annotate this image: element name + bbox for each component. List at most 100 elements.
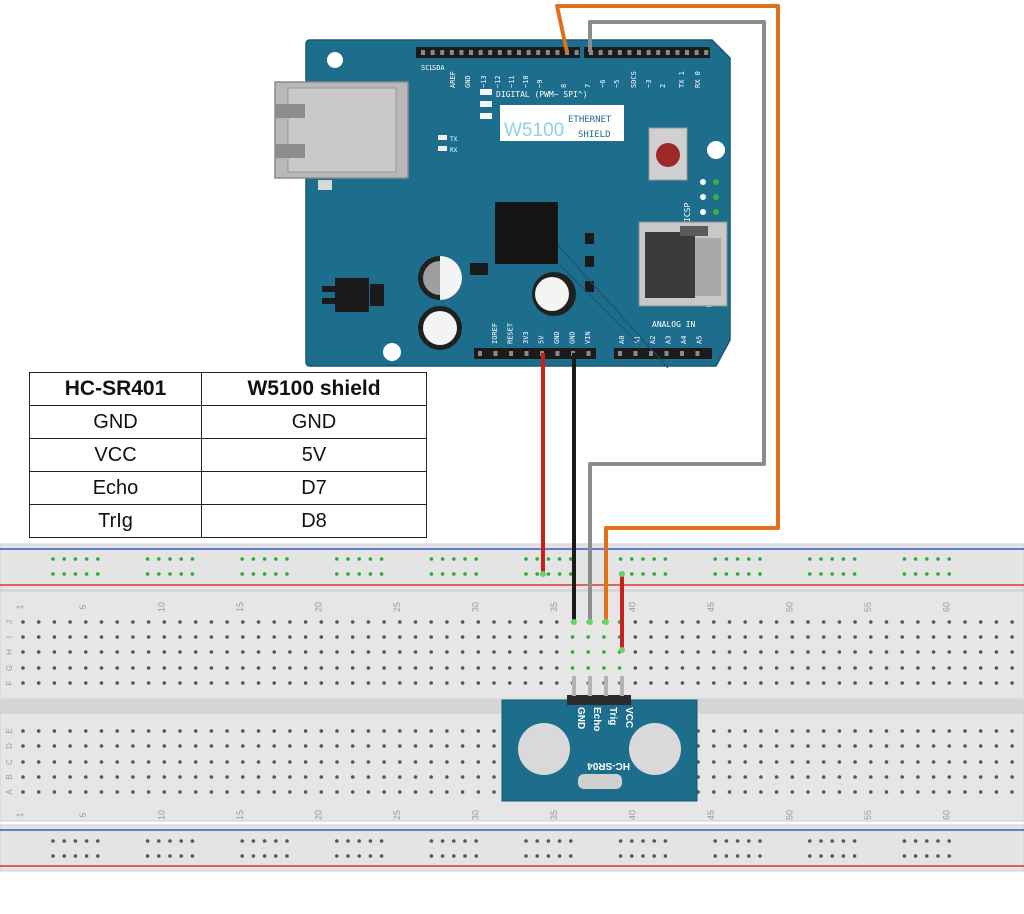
breadboard-hole [696,635,700,639]
pin-label: ~5 [613,80,621,88]
breadboard-hole [570,666,575,670]
breadboard-hole [21,729,25,733]
rail-hole [830,839,834,843]
breadboard-hole [539,681,543,685]
rail-hole [285,854,289,858]
breadboard-hole [884,775,889,779]
rail-hole [618,557,623,561]
breadboard-hole [366,650,371,654]
pin-label: GND [464,75,472,88]
breadboard-hole [947,666,952,670]
breadboard-hole [727,650,732,654]
pin-label: ~6 [599,80,607,88]
rail-hole [758,572,762,576]
table-header-row: HC-SR401 W5100 shield [28,372,427,406]
breadboard-hole [146,790,151,794]
header-pin [497,50,502,55]
rail-hole [335,854,339,858]
breadboard-hole [209,790,214,794]
rail-hole [524,557,528,561]
rail-hole [852,839,857,843]
breadboard-hole [727,666,732,670]
breadboard-hole [649,635,653,639]
breadboard-hole [350,744,355,748]
breadboard-hole [225,650,229,654]
sd-card-slot [638,221,728,307]
breadboard-hole [36,744,41,748]
breadboard-hole [36,666,41,670]
breadboard-hole [36,760,41,764]
breadboard-hole [884,635,889,639]
sensor-name: HC-SR04 [587,760,630,771]
rail-hole [735,572,740,576]
breadboard-hole [884,666,889,670]
rail-hole [747,854,751,858]
breadboard-hole [727,620,732,624]
breadboard-hole [382,620,386,624]
breadboard-hole [759,620,763,624]
breadboard-hole [837,729,842,733]
header-pin [421,50,425,55]
breadboard-hole [790,760,795,764]
breadboard-hole [837,760,842,764]
breadboard-hole [806,681,810,685]
rail-hole [190,854,195,858]
digital-label: DIGITAL (PWM~ SPI^) [496,90,588,99]
breadboard-hole [256,729,261,733]
breadboard-hole [319,635,324,639]
breadboard-hole [633,650,638,654]
breadboard-hole [303,775,308,779]
breadboard-hole [712,681,716,685]
breadboard-hole [712,790,716,794]
breadboard-hole [978,775,983,779]
breadboard-hole [366,744,371,748]
breadboard-hole [209,760,214,764]
header-pin [574,50,579,55]
icsp-header [700,179,719,215]
header-pin [664,351,669,356]
header-power [474,348,596,359]
breadboard-hole [115,775,119,779]
breadboard-hole [52,635,57,639]
breadboard-hole [398,744,402,748]
breadboard-hole [649,620,653,624]
rail-hole [569,839,573,843]
rail-hole [463,839,467,843]
rail-hole [73,854,78,858]
breadboard-hole [68,775,72,779]
rail-hole [524,854,528,858]
breadboard-hole [947,650,952,654]
breadboard-hole [837,790,842,794]
breadboard-hole [774,744,779,748]
breadboard-hole [193,681,198,685]
breadboard-hole [1010,635,1014,639]
header-pin [545,50,550,55]
header-pin [649,351,653,356]
breadboard-hole [555,620,559,624]
breadboard-hole [84,760,88,764]
breadboard-hole [853,635,857,639]
rail-hole [535,572,539,576]
breadboard-hole [68,744,72,748]
rail-hole [902,854,907,858]
breadboard-hole [947,790,952,794]
breadboard-hole [460,729,465,733]
breadboard-hole [162,760,167,764]
breadboard-hole [476,620,481,624]
breadboard-hole [790,744,795,748]
breadboard-hole [115,681,119,685]
breadboard-hole [916,620,920,624]
column-number: 55 [863,810,873,820]
rail-hole [251,572,256,576]
breadboard-hole [978,681,983,685]
pin-label: 8 [560,84,568,88]
breadboard-hole [570,635,575,639]
breadboard-hole [900,635,904,639]
breadboard-hole [931,620,936,624]
mount-hole [707,141,725,159]
column-number: 60 [941,602,951,612]
breadboard-hole [759,650,763,654]
breadboard-hole [539,620,543,624]
breadboard-hole [366,620,371,624]
